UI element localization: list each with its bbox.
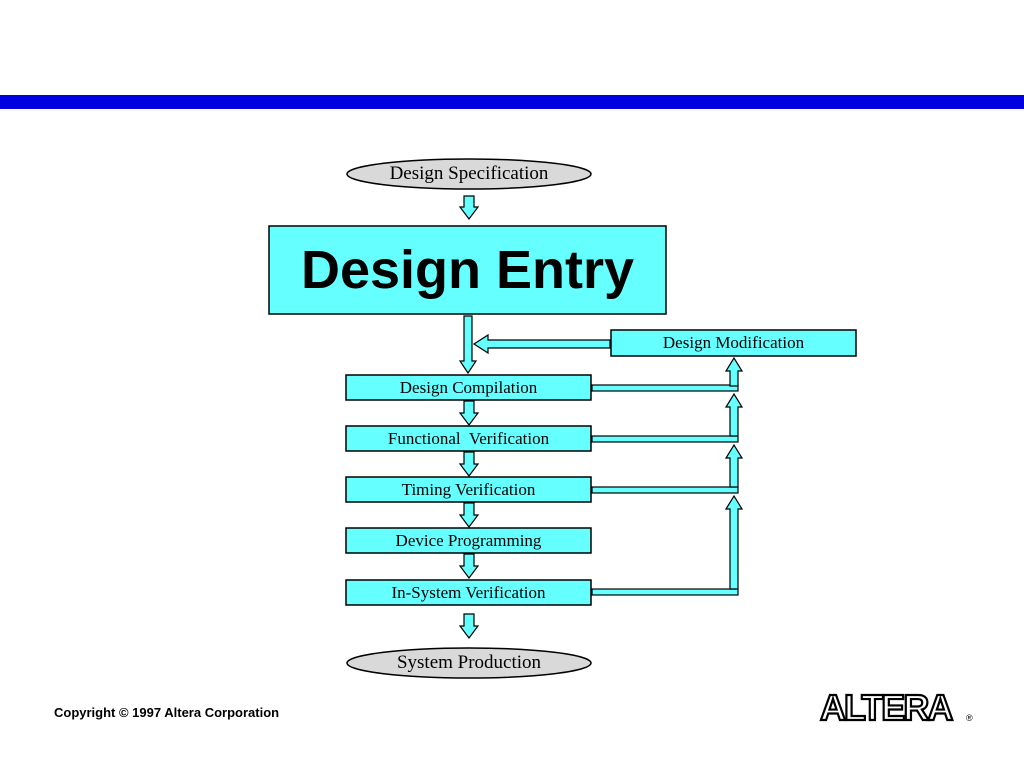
timing-to-programming-arrow xyxy=(458,502,480,528)
altera-logo-text: ALTERA xyxy=(820,688,953,726)
feedback-up-arrow-1 xyxy=(724,356,744,387)
system-production-node xyxy=(346,647,592,679)
functional-to-timing-arrow xyxy=(458,451,480,477)
compilation-feedback-line xyxy=(591,384,739,392)
functional-verification-box xyxy=(345,425,592,452)
design-entry-box xyxy=(268,225,667,315)
timing-verification-box xyxy=(345,476,592,503)
timing-feedback-line xyxy=(591,486,739,494)
insystem-feedback-line xyxy=(591,588,739,596)
in-system-verification-box xyxy=(345,579,592,606)
modification-to-flow-arrow xyxy=(472,333,611,355)
programming-to-insystem-arrow xyxy=(458,553,480,579)
design-specification-node xyxy=(346,158,592,190)
device-programming-box xyxy=(345,527,592,554)
altera-logo: ALTERA ® xyxy=(819,688,973,726)
copyright-text: Copyright © 1997 Altera Corporation xyxy=(54,705,280,720)
design-compilation-box xyxy=(345,374,592,401)
design-modification-box xyxy=(610,329,857,357)
feedback-up-arrow-2 xyxy=(724,392,744,437)
header-band xyxy=(0,95,1024,109)
compilation-to-functional-arrow xyxy=(458,400,480,426)
spec-to-entry-arrow xyxy=(458,195,480,220)
insystem-to-production-arrow xyxy=(458,613,480,639)
functional-feedback-line xyxy=(591,435,739,443)
feedback-up-arrow-3 xyxy=(724,443,744,488)
feedback-up-arrow-4 xyxy=(724,494,744,590)
registered-mark: ® xyxy=(966,713,973,723)
entry-to-compilation-arrow xyxy=(458,315,478,375)
